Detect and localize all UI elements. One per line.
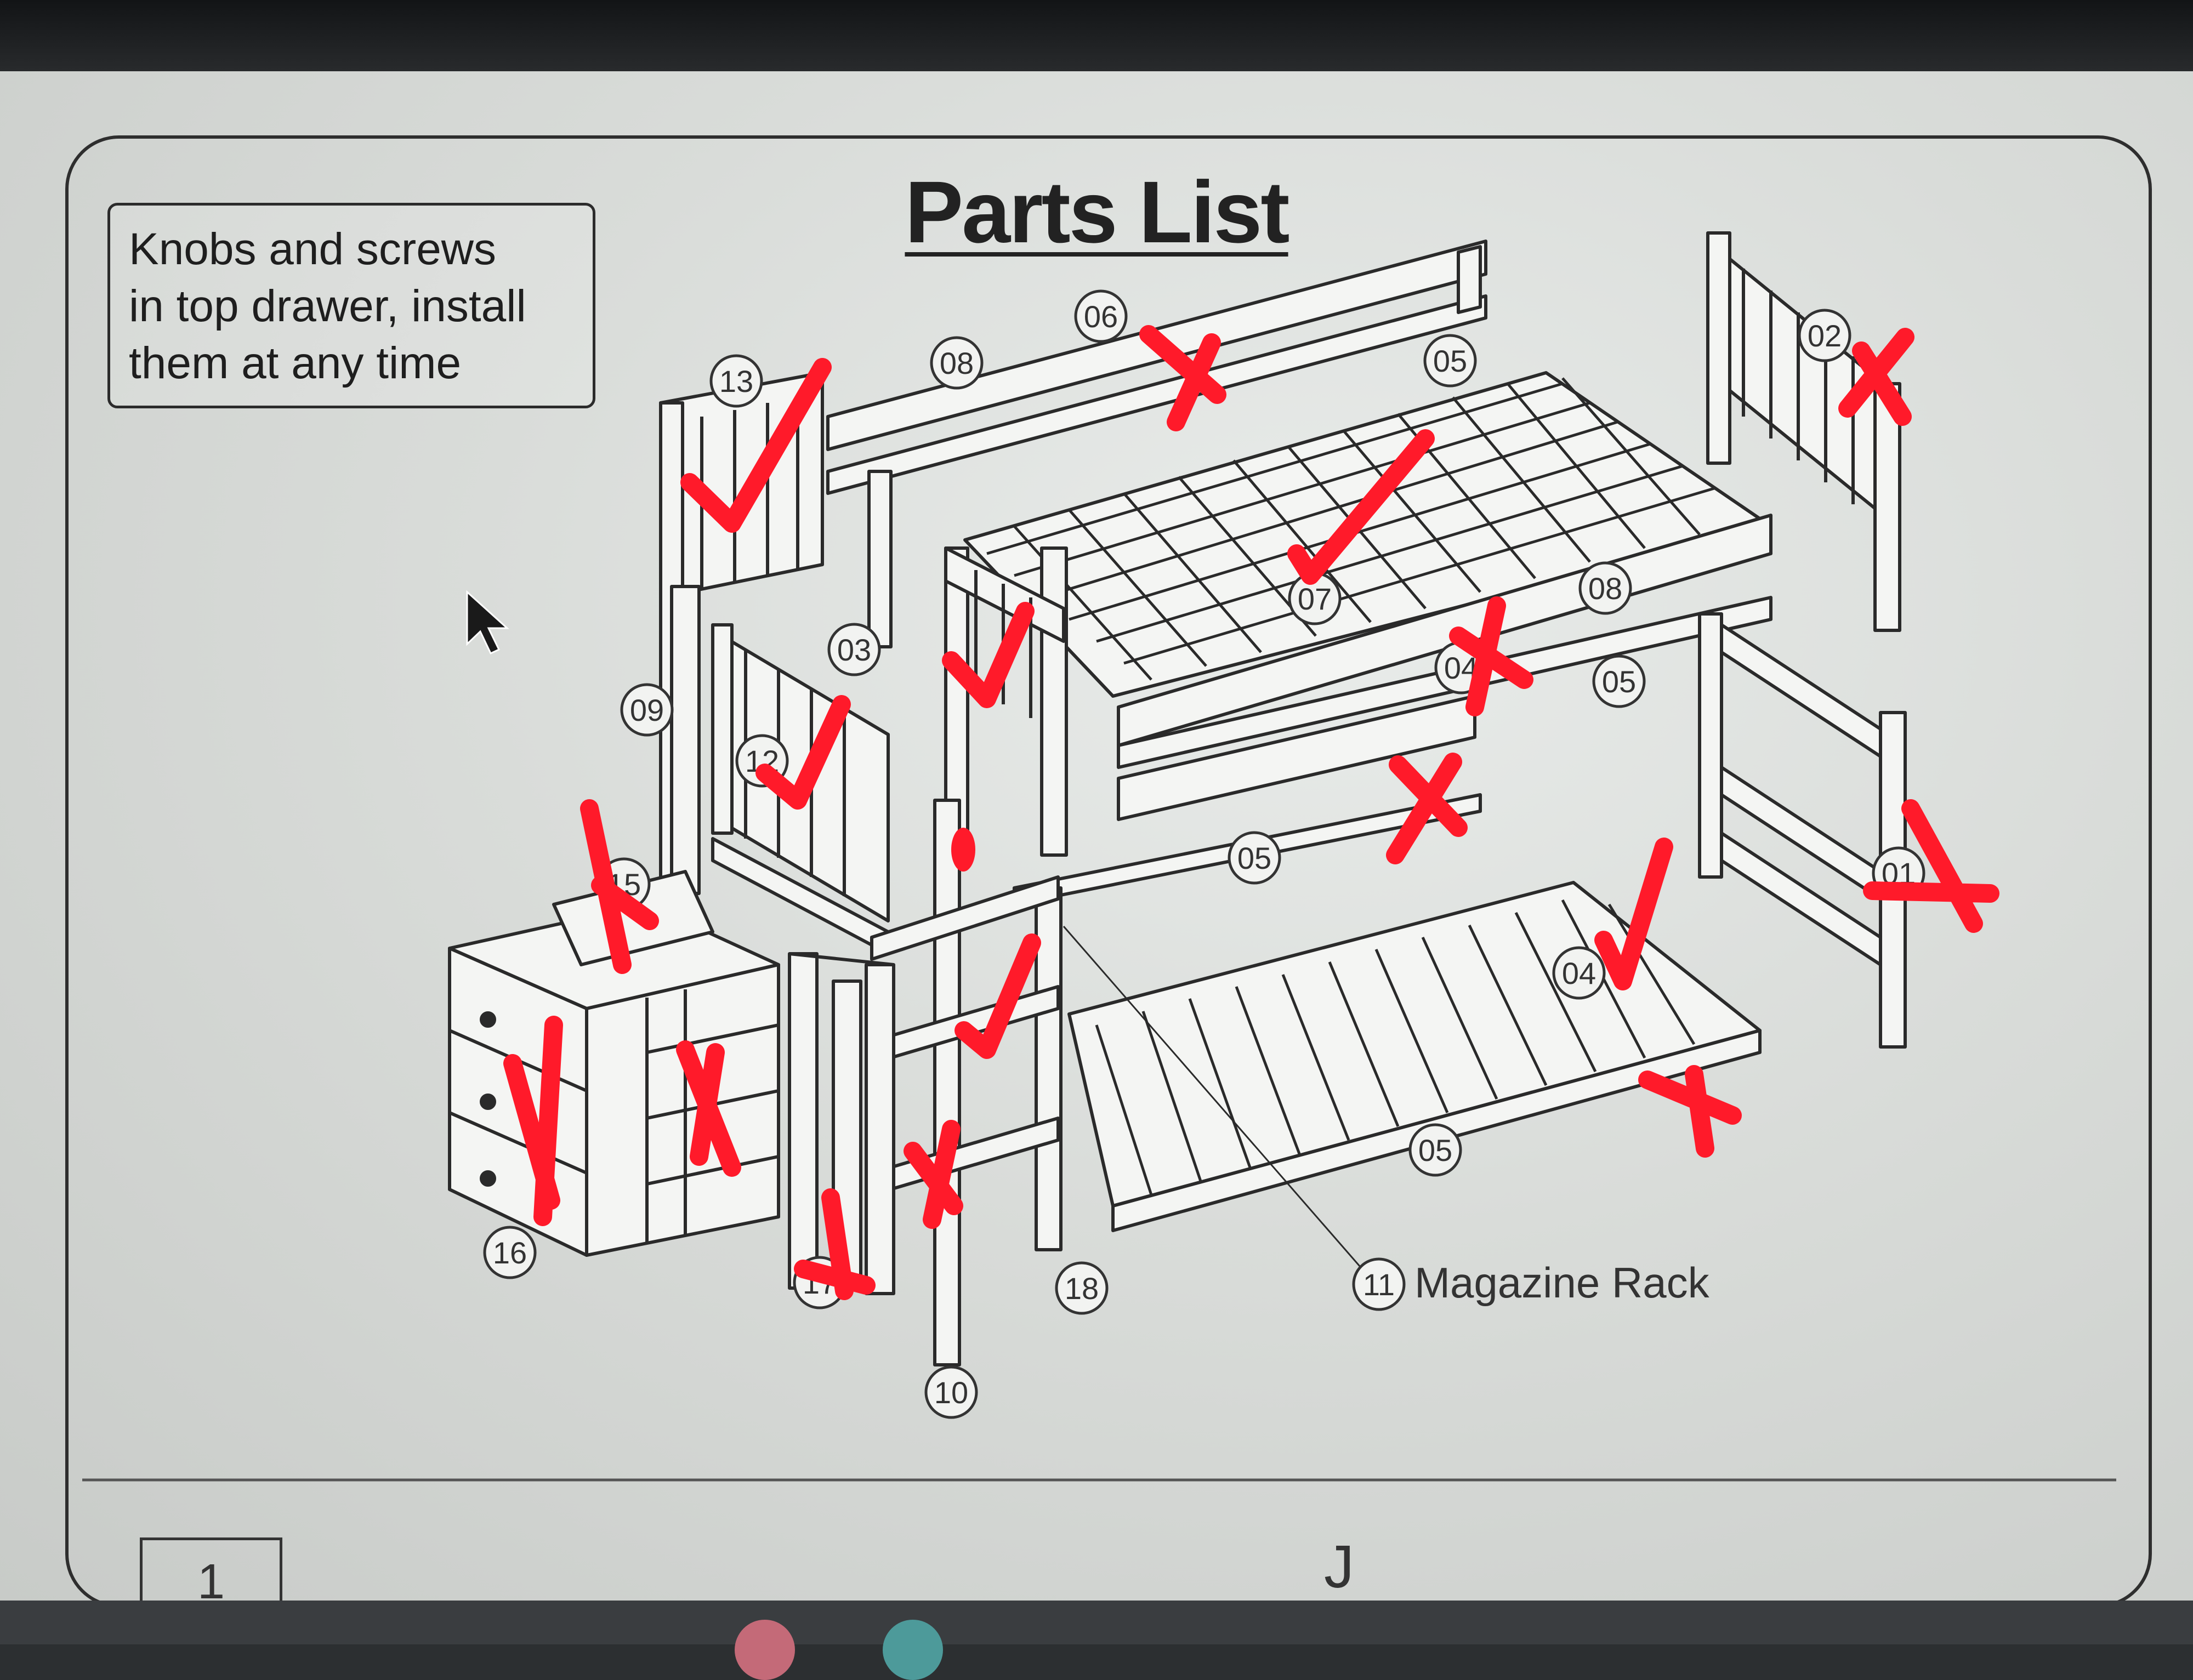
cross-mark-05 xyxy=(1386,753,1468,864)
callout-05-top-label: 05 xyxy=(1433,344,1467,378)
check-mark-03 xyxy=(942,602,1035,708)
callout-02-label: 02 xyxy=(1808,318,1842,353)
cross-mark-17 xyxy=(794,1188,876,1300)
bunk-bed-line-art xyxy=(448,231,1907,1366)
callout-08-lower-label: 08 xyxy=(1588,571,1622,606)
callout-10 xyxy=(924,1365,978,1419)
callout-04-lower xyxy=(1552,946,1606,1000)
callout-11-label: 11 xyxy=(1363,1267,1395,1302)
callout-07-label: 07 xyxy=(1298,582,1332,616)
magazine-rack-label: Magazine Rack xyxy=(1414,1258,1709,1307)
check-mark-13 xyxy=(680,358,832,533)
mouse-cursor-icon xyxy=(466,590,509,654)
cross-mark-15 xyxy=(580,799,659,974)
monitor-bezel-top xyxy=(0,0,2193,77)
cross-mark-16 xyxy=(503,1016,563,1226)
monitor-bezel-bottom xyxy=(0,1601,2193,1644)
callout-05-bottom-label: 05 xyxy=(1418,1133,1452,1168)
callout-16 xyxy=(483,1226,537,1279)
callout-09 xyxy=(620,683,674,737)
page-number: 1 xyxy=(197,1554,225,1609)
callout-05-top xyxy=(1423,334,1477,388)
notice-text: Knobs and screws in top drawer, install … xyxy=(129,224,526,388)
check-mark-04 xyxy=(1594,838,1673,990)
check-mark-12 xyxy=(755,695,851,810)
callout-04-lower-label: 04 xyxy=(1562,956,1596,990)
callout-05-middle xyxy=(1228,831,1281,885)
callout-08-upper xyxy=(930,336,984,390)
callout-03 xyxy=(827,623,881,676)
footer-glyph: J xyxy=(1324,1533,1354,1601)
callout-05-middle-label: 05 xyxy=(1237,841,1271,875)
ink-dot xyxy=(951,828,975,872)
callout-13-label: 13 xyxy=(719,364,753,398)
callout-03-label: 03 xyxy=(837,633,871,667)
cross-mark-14 xyxy=(676,1040,741,1177)
callout-13 xyxy=(709,354,763,408)
cross-mark-06 xyxy=(1139,325,1226,431)
cross-mark-05-trundle xyxy=(1638,1065,1742,1158)
callout-08-upper-label: 08 xyxy=(940,346,974,380)
page-number-box: 1 xyxy=(140,1537,282,1609)
red-ink-marks xyxy=(503,325,1999,1300)
cross-mark-18 xyxy=(904,1120,963,1229)
check-mark-07 xyxy=(1287,429,1435,585)
callout-05-right-label: 05 xyxy=(1602,664,1636,699)
taskbar-app-icon-left[interactable] xyxy=(735,1620,795,1680)
callout-06 xyxy=(1074,289,1128,343)
callout-18 xyxy=(1055,1261,1109,1315)
check-mark-10 xyxy=(955,933,1041,1059)
callout-02 xyxy=(1798,309,1851,362)
callout-06-label: 06 xyxy=(1084,299,1118,334)
callout-16-label: 16 xyxy=(493,1235,527,1270)
notice-box: Knobs and screws in top drawer, install … xyxy=(107,203,595,408)
taskbar-app-icon-right[interactable] xyxy=(883,1620,943,1680)
cross-mark-08 xyxy=(1449,596,1533,716)
page-title: Parts List xyxy=(905,163,1289,261)
callout-09-label: 09 xyxy=(630,693,664,727)
callout-18-label: 18 xyxy=(1065,1271,1099,1306)
callout-05-bottom xyxy=(1408,1123,1462,1177)
callout-10-label: 10 xyxy=(934,1375,968,1410)
callout-08-lower xyxy=(1578,561,1632,615)
part-callouts: 06 08 13 05 02 07 08 04 05 03 09 12 05 0… xyxy=(483,289,1925,1419)
cross-mark-02 xyxy=(1838,328,1914,426)
instruction-diagram: 06 08 13 05 02 07 08 04 05 03 09 12 05 0… xyxy=(82,231,2116,1482)
callout-05-right xyxy=(1592,654,1646,708)
cross-mark-01 xyxy=(1863,799,1999,933)
callout-11 xyxy=(1352,1257,1406,1311)
